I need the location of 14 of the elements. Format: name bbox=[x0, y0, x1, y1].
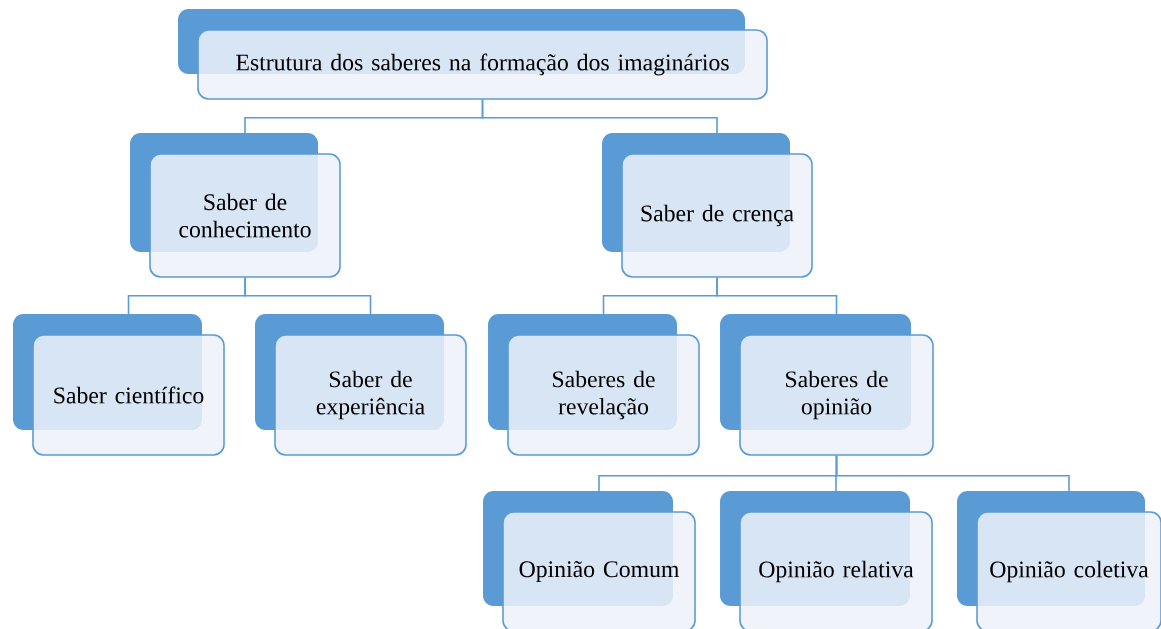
org-box: Saber de experiência bbox=[255, 314, 467, 456]
org-box: Estrutura dos saberes na formação dos imaginários bbox=[178, 9, 768, 100]
org-box: Saber científico bbox=[13, 314, 225, 456]
connector bbox=[835, 455, 1070, 492]
org-box: Saberes de revelação bbox=[488, 314, 700, 456]
org-box: Saberes de opinião bbox=[720, 314, 934, 456]
org-box: Opinião coletiva bbox=[957, 491, 1161, 629]
org-box: Saber de conhecimento bbox=[130, 133, 341, 278]
org-box: Saber de crença bbox=[602, 133, 813, 278]
org-box: Opinião relativa bbox=[720, 491, 933, 629]
connector bbox=[716, 277, 838, 315]
org-box: Opinião Comum bbox=[483, 491, 696, 629]
connector bbox=[244, 277, 372, 315]
connector bbox=[481, 99, 718, 134]
